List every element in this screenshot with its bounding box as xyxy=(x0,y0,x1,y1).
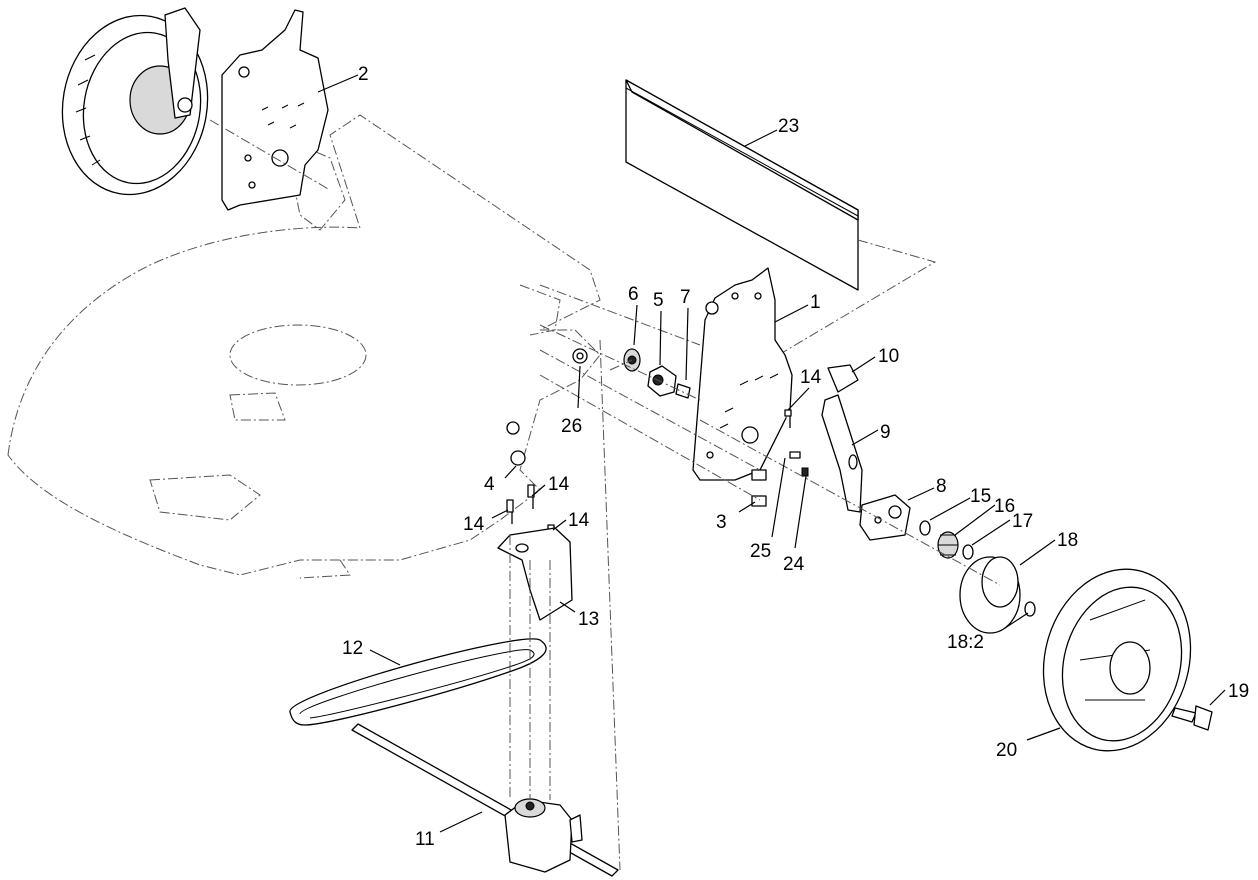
callout-16: 16 xyxy=(994,496,1015,517)
height-lever xyxy=(821,364,863,513)
height-adjust-plate-left xyxy=(221,9,329,211)
callout-labels: 2 23 1 6 5 7 14 10 9 8 15 16 17 18 18:2 … xyxy=(342,64,1249,850)
rear-wheel-left xyxy=(61,7,209,196)
drive-belt xyxy=(289,638,547,726)
callout-13: 13 xyxy=(578,609,599,630)
gearbox-bracket xyxy=(497,527,573,621)
gearbox-and-axle xyxy=(351,723,619,877)
callout-4: 4 xyxy=(484,474,495,495)
callout-6: 6 xyxy=(628,284,639,305)
callout-19: 19 xyxy=(1228,681,1249,702)
nuts-items-26-4 xyxy=(506,348,588,466)
callout-18-2: 18:2 xyxy=(947,632,984,653)
callout-17: 17 xyxy=(1012,511,1033,532)
callout-10: 10 xyxy=(878,346,899,367)
height-adjust-plate-right xyxy=(692,267,793,481)
callout-7: 7 xyxy=(680,287,691,308)
callout-18: 18 xyxy=(1057,530,1078,551)
callout-5: 5 xyxy=(653,290,664,311)
leader-lines xyxy=(317,74,1226,833)
assembly-centerlines xyxy=(209,119,1001,871)
callout-14d: 14 xyxy=(800,367,822,388)
callout-9: 9 xyxy=(880,422,891,443)
wheel-hub-cover xyxy=(959,556,1036,634)
callout-24: 24 xyxy=(783,554,805,575)
callout-2: 2 xyxy=(358,64,369,85)
callout-15: 15 xyxy=(970,486,991,507)
bolts-item-3 xyxy=(751,469,767,507)
rear-wheel-right xyxy=(1042,568,1192,752)
callout-14c: 14 xyxy=(568,510,590,531)
pins-items-24-25 xyxy=(789,451,809,477)
callout-8: 8 xyxy=(936,476,947,497)
gear-washer-set xyxy=(919,520,974,560)
wheel-bolt xyxy=(1171,705,1213,731)
callout-26: 26 xyxy=(561,416,582,437)
callout-20: 20 xyxy=(996,740,1017,761)
callout-3: 3 xyxy=(716,512,727,533)
callout-11: 11 xyxy=(415,829,435,850)
callout-14b: 14 xyxy=(548,474,570,495)
callout-14a: 14 xyxy=(463,514,485,535)
callout-12: 12 xyxy=(342,638,363,659)
callout-25: 25 xyxy=(750,541,771,562)
callout-1: 1 xyxy=(810,292,821,313)
spacer-bushing-assembly xyxy=(623,348,691,399)
pivot-bracket xyxy=(859,494,911,541)
screws-item-14 xyxy=(506,409,792,549)
rear-flap xyxy=(625,79,937,361)
callout-23: 23 xyxy=(778,116,799,137)
